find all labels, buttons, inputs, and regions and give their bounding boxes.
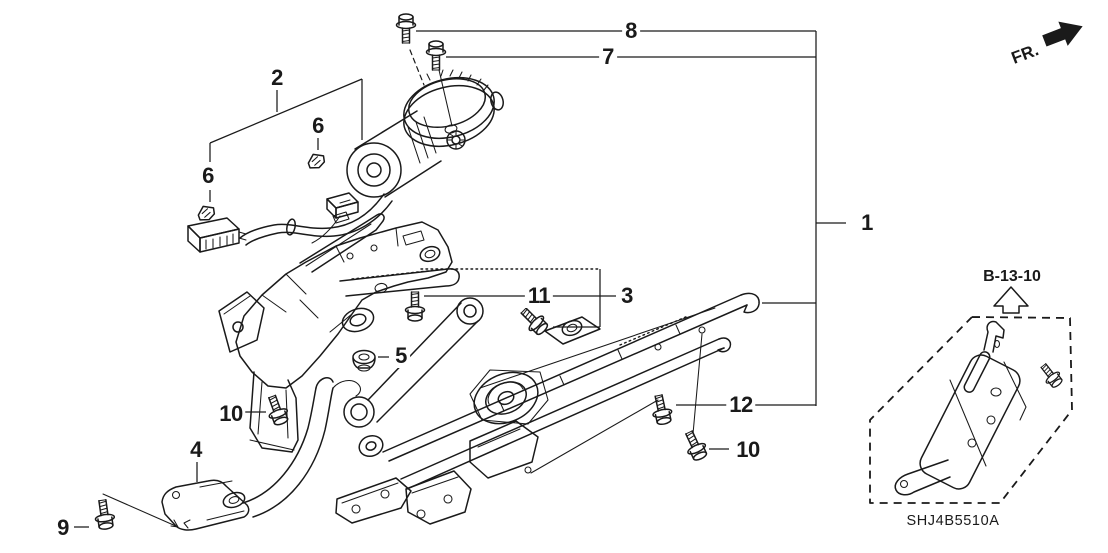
- bolt-9: [92, 498, 117, 532]
- drive-unit-bracket: [218, 211, 460, 453]
- callout-7[interactable]: 7: [599, 45, 617, 69]
- up-arrow-icon: [993, 286, 1029, 314]
- motor-harness: [187, 192, 393, 253]
- link-arm: [343, 297, 484, 458]
- callout-10-left[interactable]: 10: [216, 402, 246, 426]
- callout-8[interactable]: 8: [622, 19, 640, 43]
- grommet-5: [352, 349, 376, 372]
- harness-clip-lower: [196, 204, 216, 222]
- bolt-11: [404, 291, 426, 322]
- bolt-10-right: [679, 427, 711, 464]
- reference-inset-box: [869, 286, 1073, 504]
- callout-5[interactable]: 5: [392, 344, 410, 368]
- bolt-inset: [1036, 359, 1066, 391]
- bolt-8: [395, 13, 417, 44]
- callout-3[interactable]: 3: [618, 284, 636, 308]
- bolt-12: [648, 392, 675, 427]
- callout-6-upper[interactable]: 6: [309, 114, 327, 138]
- callout-6-lower[interactable]: 6: [199, 164, 217, 188]
- drawing-code: SHJ4B5510A: [906, 512, 1000, 529]
- callout-9[interactable]: 9: [54, 516, 72, 540]
- curved-arm: [161, 377, 361, 531]
- callout-12[interactable]: 12: [726, 393, 756, 417]
- callout-10-right[interactable]: 10: [733, 438, 763, 462]
- callout-1[interactable]: 1: [858, 211, 876, 235]
- motor-assembly: [346, 69, 504, 198]
- callout-11[interactable]: 11: [524, 284, 554, 308]
- bolt-7: [425, 40, 447, 71]
- bolt-3: [516, 303, 552, 339]
- callout-4[interactable]: 4: [187, 438, 205, 462]
- harness-clip-upper: [306, 152, 326, 170]
- callout-lines: [74, 30, 846, 528]
- reference-code-link[interactable]: B-13-10: [981, 268, 1043, 286]
- rail-assembly: [335, 292, 760, 525]
- fr-arrow-icon: [1042, 21, 1083, 47]
- callout-2[interactable]: 2: [268, 66, 286, 90]
